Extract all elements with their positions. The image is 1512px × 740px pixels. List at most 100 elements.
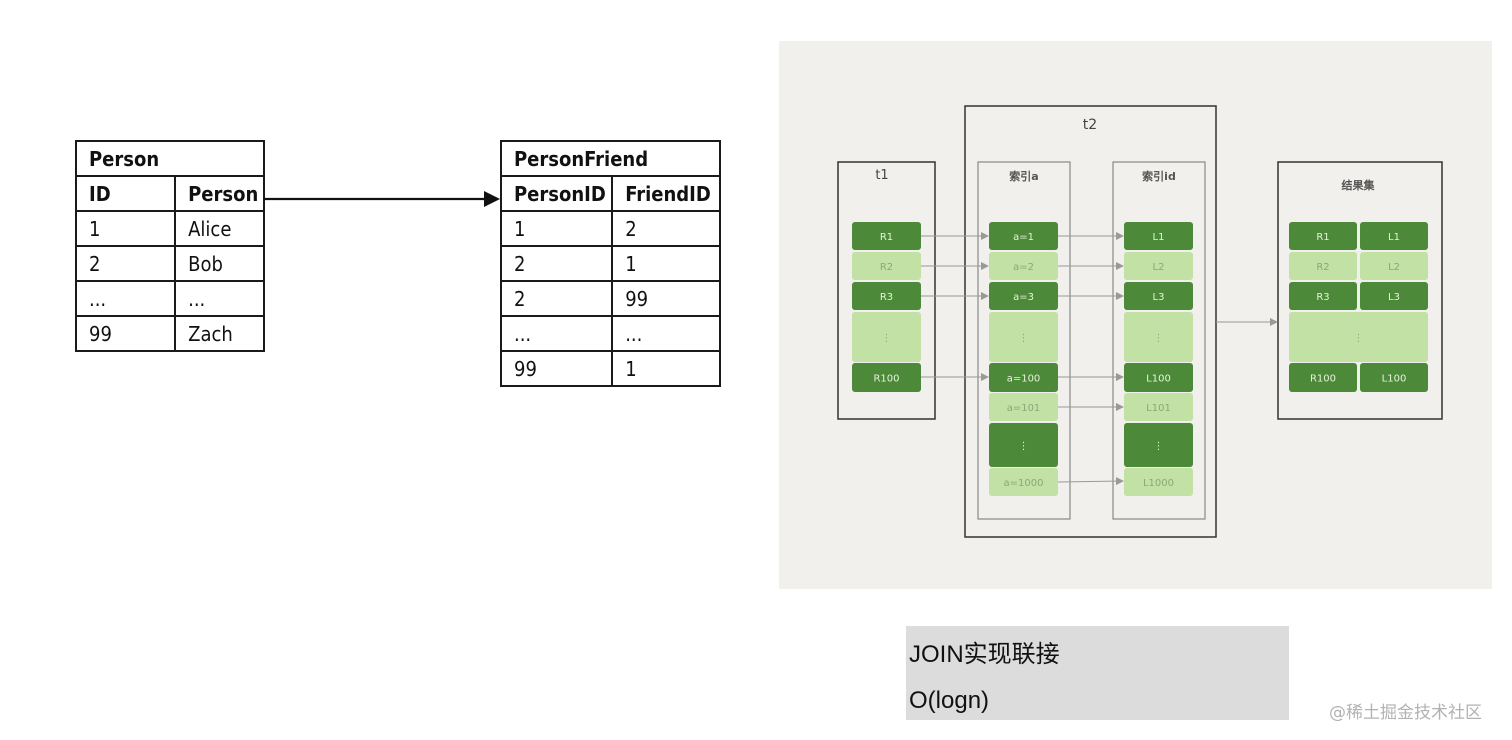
t1-row [852,312,921,362]
table-row: ... ... [499,315,721,352]
index-id-row [1124,282,1193,310]
person-table-header-id: ID [74,175,177,212]
result-row-right-label: L1 [1388,232,1400,243]
person-friend-table-header-row: PersonID FriendID [499,175,721,212]
table-cell: 1 [611,350,721,387]
result-row-left-label: R1 [1316,232,1329,243]
result-row [1289,312,1428,362]
index-id-row-label: L1000 [1143,478,1174,489]
person-friend-header-personid: PersonID [499,175,614,212]
result-row-right [1360,282,1428,310]
result-row-right-label: L2 [1388,262,1400,273]
table-cell: 1 [74,210,177,247]
result-row-right-label: L3 [1388,292,1400,303]
t1-row [852,252,921,280]
index-a-row-label: a=3 [1013,292,1034,303]
result-row-left [1289,363,1357,392]
person-table-title: Person [75,140,265,177]
index-a-row-label: a=1 [1013,232,1034,243]
t1-row-label: R100 [873,374,899,385]
t1-row [852,363,921,392]
index-a-row [989,363,1058,392]
t1-row-label: R3 [880,292,893,303]
index-id-row [1124,312,1193,362]
index-id-label: 索引id [1142,169,1176,183]
index-id-row [1124,423,1193,467]
index-a-row [989,468,1058,496]
result-row-left [1289,222,1357,250]
person-friend-header-friendid: FriendID [611,175,721,212]
index-id-row-label: ⋮ [1154,441,1164,452]
table-cell: 1 [499,210,614,247]
index-a-row [989,222,1058,250]
table-row: 1 2 [499,210,721,247]
person-table-header-person: Person [174,175,265,212]
t1-row [852,222,921,250]
index-id-row [1124,222,1193,250]
person-friend-table: PersonFriend PersonID FriendID 1 2 2 1 2… [499,140,721,387]
index-id-row-label: L100 [1146,374,1171,385]
caption-complexity: O(logn) [909,687,990,714]
t1-frame [837,161,936,420]
person-friend-table-title: PersonFriend [500,140,721,177]
index-id-row-label: L3 [1153,292,1165,303]
table-cell: 2 [499,280,614,317]
result-row-right-label: L100 [1382,374,1407,385]
index-a-row [989,282,1058,310]
index-a-label: 索引a [1009,169,1038,183]
table-row: 1 Alice [74,210,265,247]
index-id-row-label: L1 [1153,232,1165,243]
t1-row-label: R1 [880,232,893,243]
relationship-arrow [264,191,500,207]
table-cell: ... [74,280,177,317]
person-table-header-row: ID Person [74,175,265,212]
join-arrow [1057,477,1124,486]
result-set-frame [1277,161,1443,420]
result-row-left [1289,252,1357,280]
person-table-title-row: Person [75,140,265,177]
table-cell: 99 [74,315,177,352]
table-row: ... ... [74,280,265,317]
t1-row [852,282,921,310]
index-a-row-label: a=100 [1007,374,1041,385]
index-id-row [1124,393,1193,421]
t2-label: t2 [1083,117,1097,133]
table-cell: Zach [174,315,265,352]
caption-box: JOIN实现联接 O(logn) [906,626,1289,720]
table-cell: ... [499,315,614,352]
result-row-left-label: R3 [1316,292,1329,303]
index-a-row [989,393,1058,421]
table-row: 2 Bob [74,245,265,282]
result-set-label: 结果集 [1341,178,1376,192]
table-row: 99 1 [499,350,721,387]
table-cell: 2 [499,245,614,282]
caption-title: JOIN实现联接 [909,641,1060,668]
table-cell: 99 [611,280,721,317]
index-id-row-label: L101 [1146,403,1171,414]
table-cell: ... [174,280,265,317]
result-row-left-label: R100 [1310,374,1336,385]
person-table: Person ID Person 1 Alice 2 Bob ... ... 9… [74,140,265,352]
index-a-row [989,423,1058,467]
index-a-row-label: ⋮ [1019,333,1029,344]
table-cell: 2 [611,210,721,247]
index-a-frame [977,161,1071,520]
index-a-row-label: a=1000 [1004,478,1044,489]
index-a-row [989,252,1058,280]
table-cell: 1 [611,245,721,282]
index-id-row [1124,468,1193,496]
result-row-right [1360,252,1428,280]
t1-row-label: R2 [880,262,893,273]
result-row-label: ⋮ [1354,333,1364,344]
watermark: @稀土掘金技术社区 [1329,703,1482,723]
result-row-left [1289,282,1357,310]
result-row-right [1360,363,1428,392]
index-id-row-label: ⋮ [1154,333,1164,344]
table-cell: Bob [174,245,265,282]
index-a-row-label: a=2 [1013,262,1034,273]
person-friend-table-title-row: PersonFriend [500,140,721,177]
result-row-left-label: R2 [1316,262,1329,273]
join-diagram-canvas: t1 t2 索引a 索引id 结果集 R1R2R3⋮R100a=1a=2a=3⋮… [837,105,1443,538]
table-cell: ... [611,315,721,352]
